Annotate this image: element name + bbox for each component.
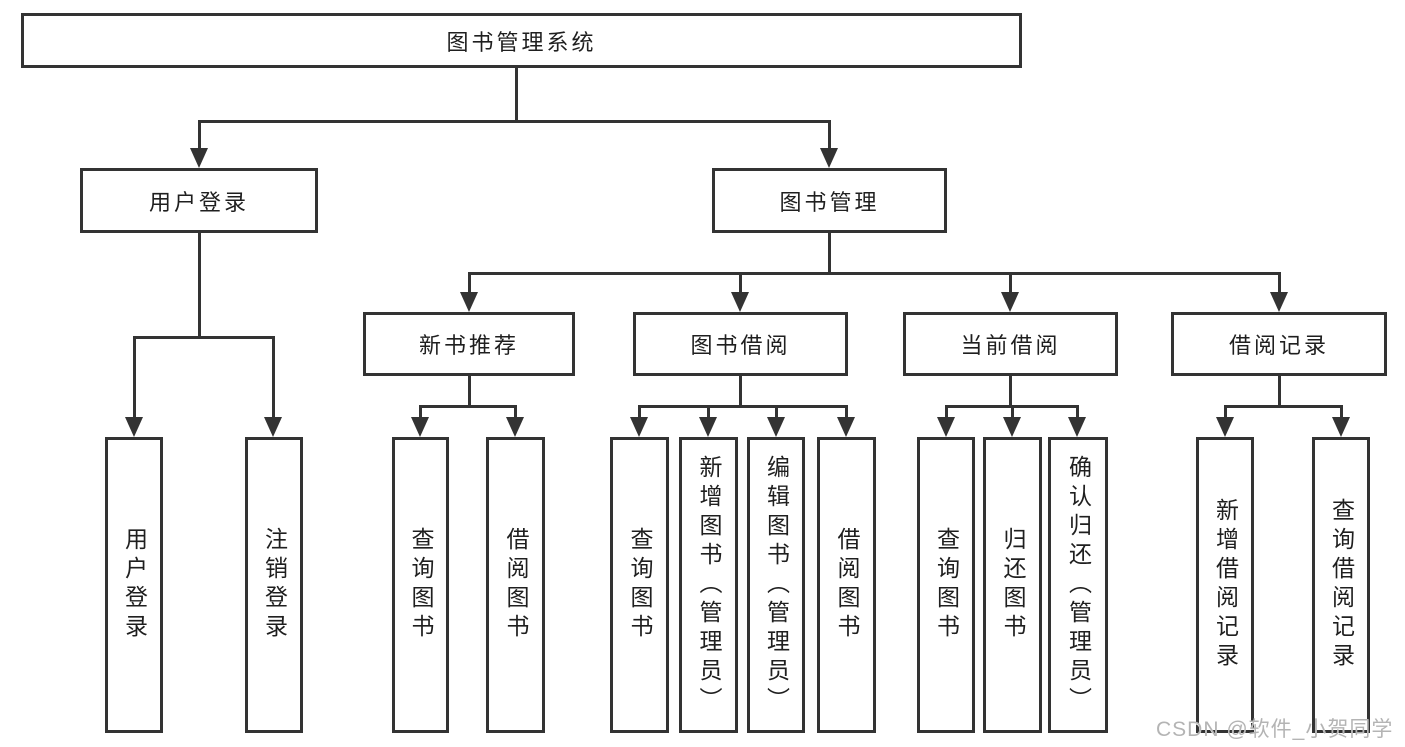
connector-recommend-down — [468, 376, 471, 408]
node-borrowing-records: 借阅记录 — [1171, 312, 1387, 376]
arrowhead-user-leaf2 — [264, 417, 282, 437]
node-root-book-management-system: 图书管理系统 — [21, 13, 1022, 68]
arrowhead-borrowing — [731, 292, 749, 312]
arrowhead-user-login — [190, 148, 208, 168]
arrowhead-recommend — [460, 292, 478, 312]
connector-current-leaf1-drop — [945, 405, 948, 421]
leaf-return-books: 归还图书 — [983, 437, 1042, 733]
connector-book-mgmt-down — [828, 233, 831, 275]
connector-borrowing-down — [739, 376, 742, 408]
leaf-query-books-borrow: 查询图书 — [610, 437, 669, 733]
connector-recommend-leaf1-drop — [419, 405, 422, 421]
arrowhead-borrowing-leaf4 — [837, 417, 855, 437]
leaf-add-borrow-record: 新增借阅记录 — [1196, 437, 1254, 733]
leaf-logout: 注销登录 — [245, 437, 303, 733]
connector-recommend-drop — [468, 272, 471, 294]
connector-root-drop — [515, 68, 518, 123]
leaf-borrow-books: 借阅图书 — [817, 437, 876, 733]
arrowhead-current-leaf2 — [1003, 417, 1021, 437]
connector-user-leaf2-drop — [272, 336, 275, 420]
connector-borrowing-branch — [638, 405, 847, 408]
leaf-query-borrow-record: 查询借阅记录 — [1312, 437, 1370, 733]
node-current-borrowing: 当前借阅 — [903, 312, 1118, 376]
leaf-borrow-books-recommend: 借阅图书 — [486, 437, 545, 733]
connector-recommend-branch — [419, 405, 517, 408]
connector-borrowing-leaf1-drop — [638, 405, 641, 421]
connector-current-leaf2-drop — [1011, 405, 1014, 421]
leaf-user-login: 用户登录 — [105, 437, 163, 733]
arrowhead-current — [1001, 292, 1019, 312]
leaf-query-books-current: 查询图书 — [917, 437, 975, 733]
connector-level2-branch — [198, 120, 831, 123]
leaf-query-books-recommend: 查询图书 — [392, 437, 449, 733]
arrowhead-borrowing-leaf2 — [699, 417, 717, 437]
arrowhead-borrowing-leaf3 — [767, 417, 785, 437]
node-new-book-recommend: 新书推荐 — [363, 312, 575, 376]
connector-book-mgmt-drop — [828, 120, 831, 152]
connector-records-branch — [1224, 405, 1343, 408]
leaf-edit-books-admin: 编辑图书（管理员） — [747, 437, 805, 733]
connector-borrowing-drop — [739, 272, 742, 294]
arrowhead-borrowing-leaf1 — [630, 417, 648, 437]
connector-user-login-down — [198, 233, 201, 339]
csdn-watermark: CSDN @软件_小贺同学 — [1156, 718, 1394, 741]
arrowhead-current-leaf1 — [937, 417, 955, 437]
arrowhead-book-mgmt — [820, 148, 838, 168]
connector-current-leaf3-drop — [1076, 405, 1079, 421]
node-book-management: 图书管理 — [712, 168, 947, 233]
connector-borrowing-leaf2-drop — [707, 405, 710, 421]
arrowhead-recommend-leaf2 — [506, 417, 524, 437]
connector-user-branch — [133, 336, 275, 339]
connector-recommend-leaf2-drop — [514, 405, 517, 421]
connector-records-down — [1278, 376, 1281, 408]
arrowhead-records — [1270, 292, 1288, 312]
connector-current-down — [1009, 376, 1012, 408]
connector-borrowing-leaf3-drop — [775, 405, 778, 421]
connector-records-leaf1-drop — [1224, 405, 1227, 421]
connector-current-drop — [1009, 272, 1012, 294]
leaf-add-books-admin: 新增图书（管理员） — [679, 437, 738, 733]
connector-records-leaf2-drop — [1340, 405, 1343, 421]
connector-level3-branch — [468, 272, 1281, 275]
arrowhead-records-leaf1 — [1216, 417, 1234, 437]
connector-user-login-drop — [198, 120, 201, 152]
connector-borrowing-leaf4-drop — [845, 405, 848, 421]
connector-records-drop — [1278, 272, 1281, 294]
arrowhead-recommend-leaf1 — [411, 417, 429, 437]
arrowhead-records-leaf2 — [1332, 417, 1350, 437]
arrowhead-current-leaf3 — [1068, 417, 1086, 437]
node-book-borrowing: 图书借阅 — [633, 312, 848, 376]
connector-user-leaf1-drop — [133, 336, 136, 420]
node-user-login: 用户登录 — [80, 168, 318, 233]
arrowhead-user-leaf1 — [125, 417, 143, 437]
leaf-confirm-return-admin: 确认归还（管理员） — [1048, 437, 1108, 733]
